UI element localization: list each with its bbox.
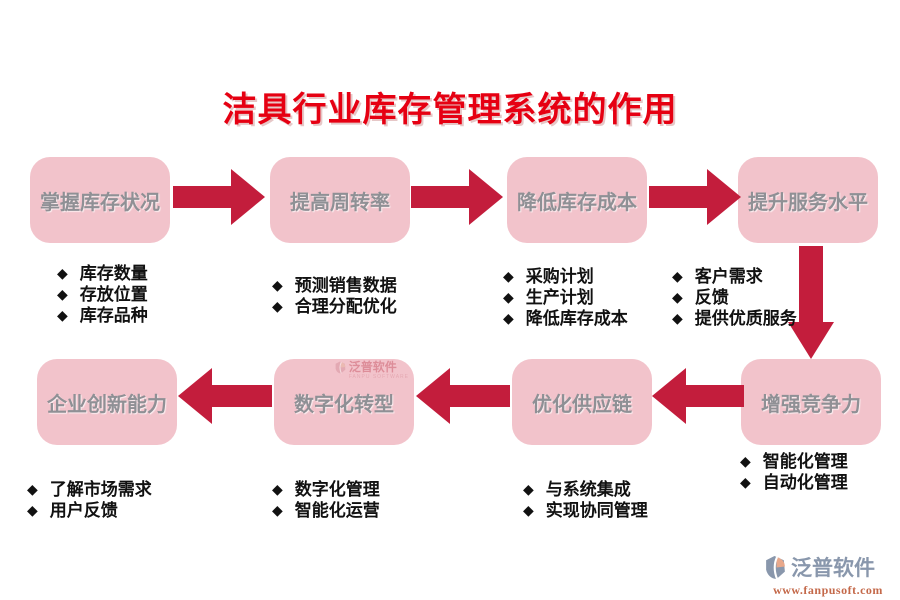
flow-box-service-level: 提升服务水平	[738, 157, 878, 243]
flow-box-supply-chain: 优化供应链	[512, 359, 652, 445]
diamond-bullet-icon: ◆	[57, 265, 68, 281]
flow-box-competitiveness: 增强竞争力	[741, 359, 881, 445]
flow-box-label: 企业创新能力	[47, 393, 167, 416]
bullet-text: 实现协同管理	[545, 501, 648, 520]
arrow-right-icon	[173, 169, 265, 225]
bullet-item: ◆ 智能化管理	[740, 451, 848, 472]
bullet-text: 预测销售数据	[294, 276, 397, 295]
flow-box-label: 增强竞争力	[761, 393, 861, 416]
bullet-text: 库存品种	[79, 306, 148, 325]
diamond-bullet-icon: ◆	[57, 307, 68, 323]
footer-brand-name: 泛普软件	[791, 557, 875, 580]
flow-box-turnover-rate: 提高周转率	[270, 157, 410, 243]
bullet-list-digital-transformation: ◆ 数字化管理 ◆ 智能化运营	[272, 479, 380, 521]
bullet-text: 客户需求	[694, 267, 763, 286]
bullet-text: 数字化管理	[294, 480, 380, 499]
flow-box-label: 优化供应链	[532, 393, 632, 416]
bullet-text: 合理分配优化	[294, 297, 397, 316]
diamond-bullet-icon: ◆	[272, 277, 283, 293]
flow-box-label: 提升服务水平	[748, 191, 868, 214]
diamond-bullet-icon: ◆	[27, 481, 38, 497]
flow-box-label: 数字化转型	[294, 393, 394, 416]
arrow-right-icon	[411, 169, 503, 225]
bullet-text: 采购计划	[525, 267, 594, 286]
bullet-item: ◆ 预测销售数据	[272, 275, 397, 296]
bullet-text: 智能化管理	[762, 452, 848, 471]
bullet-item: ◆ 采购计划	[503, 266, 628, 287]
bullet-item: ◆ 降低库存成本	[503, 308, 628, 329]
diamond-bullet-icon: ◆	[272, 298, 283, 314]
arrow-left-icon	[416, 368, 510, 424]
diamond-bullet-icon: ◆	[523, 481, 534, 497]
bullet-text: 智能化运营	[294, 501, 380, 520]
flow-box-label: 降低库存成本	[517, 191, 637, 214]
bullet-item: ◆ 了解市场需求	[27, 479, 152, 500]
footer-brand-mark: 泛普软件 www.fanpusoft.com	[763, 552, 893, 598]
flow-box-label: 掌握库存状况	[40, 191, 160, 214]
bullet-item: ◆ 自动化管理	[740, 472, 848, 493]
bullet-item: ◆ 智能化运营	[272, 500, 380, 521]
diamond-bullet-icon: ◆	[503, 268, 514, 284]
bullet-item: ◆ 客户需求	[672, 266, 797, 287]
flow-box-label: 提高周转率	[290, 191, 390, 214]
bullet-list-service-level: ◆ 客户需求 ◆ 反馈 ◆ 提供优质服务	[672, 266, 797, 329]
bullet-text: 提供优质服务	[694, 309, 797, 328]
diamond-bullet-icon: ◆	[672, 289, 683, 305]
bullet-list-innovation: ◆ 了解市场需求 ◆ 用户反馈	[27, 479, 152, 521]
diamond-bullet-icon: ◆	[523, 502, 534, 518]
bullet-list-inventory-cost: ◆ 采购计划 ◆ 生产计划 ◆ 降低库存成本	[503, 266, 628, 329]
bullet-item: ◆ 生产计划	[503, 287, 628, 308]
bullet-item: ◆ 存放位置	[57, 284, 148, 305]
bullet-item: ◆ 用户反馈	[27, 500, 152, 521]
fanpu-logo-icon	[766, 555, 785, 579]
bullet-list-inventory-status: ◆ 库存数量 ◆ 存放位置 ◆ 库存品种	[57, 263, 148, 326]
bullet-list-turnover-rate: ◆ 预测销售数据 ◆ 合理分配优化	[272, 275, 397, 317]
fanpu-logo-icon	[335, 361, 346, 374]
arrow-left-icon	[652, 368, 744, 424]
diamond-bullet-icon: ◆	[503, 289, 514, 305]
watermark-brand: 泛普软件	[348, 360, 397, 374]
bullet-text: 用户反馈	[49, 501, 118, 520]
flow-box-inventory-status: 掌握库存状况	[30, 157, 170, 243]
watermark-logo: 泛普软件 FANPU SOFTWARE	[334, 361, 409, 380]
bullet-item: ◆ 库存品种	[57, 305, 148, 326]
flow-box-innovation: 企业创新能力	[37, 359, 177, 445]
bullet-text: 存放位置	[79, 285, 148, 304]
bullet-text: 降低库存成本	[525, 309, 628, 328]
footer-url: www.fanpusoft.com	[773, 583, 883, 597]
bullet-item: ◆ 提供优质服务	[672, 308, 797, 329]
diamond-bullet-icon: ◆	[672, 310, 683, 326]
diamond-bullet-icon: ◆	[272, 502, 283, 518]
bullet-text: 了解市场需求	[49, 480, 152, 499]
watermark-caption: FANPU SOFTWARE	[348, 374, 409, 380]
bullet-text: 反馈	[694, 288, 729, 307]
bullet-item: ◆ 实现协同管理	[523, 500, 648, 521]
page-title: 洁具行业库存管理系统的作用	[222, 91, 678, 129]
bullet-item: ◆ 合理分配优化	[272, 296, 397, 317]
bullet-text: 自动化管理	[762, 473, 848, 492]
diamond-bullet-icon: ◆	[57, 286, 68, 302]
flow-box-digital-transformation: 泛普软件 FANPU SOFTWARE 数字化转型	[274, 359, 414, 445]
bullet-item: ◆ 库存数量	[57, 263, 148, 284]
diamond-bullet-icon: ◆	[27, 502, 38, 518]
diamond-bullet-icon: ◆	[672, 268, 683, 284]
diamond-bullet-icon: ◆	[740, 474, 751, 490]
arrow-left-icon	[178, 368, 272, 424]
bullet-list-competitiveness: ◆ 智能化管理 ◆ 自动化管理	[740, 451, 848, 493]
diamond-bullet-icon: ◆	[503, 310, 514, 326]
diamond-bullet-icon: ◆	[740, 453, 751, 469]
arrow-down-icon	[788, 246, 834, 359]
bullet-list-supply-chain: ◆ 与系统集成 ◆ 实现协同管理	[523, 479, 648, 521]
arrow-right-icon	[649, 169, 741, 225]
bullet-text: 生产计划	[525, 288, 594, 307]
bullet-item: ◆ 与系统集成	[523, 479, 648, 500]
bullet-text: 库存数量	[79, 264, 148, 283]
bullet-item: ◆ 反馈	[672, 287, 797, 308]
bullet-item: ◆ 数字化管理	[272, 479, 380, 500]
bullet-text: 与系统集成	[545, 480, 631, 499]
diamond-bullet-icon: ◆	[272, 481, 283, 497]
flow-box-inventory-cost: 降低库存成本	[507, 157, 647, 243]
